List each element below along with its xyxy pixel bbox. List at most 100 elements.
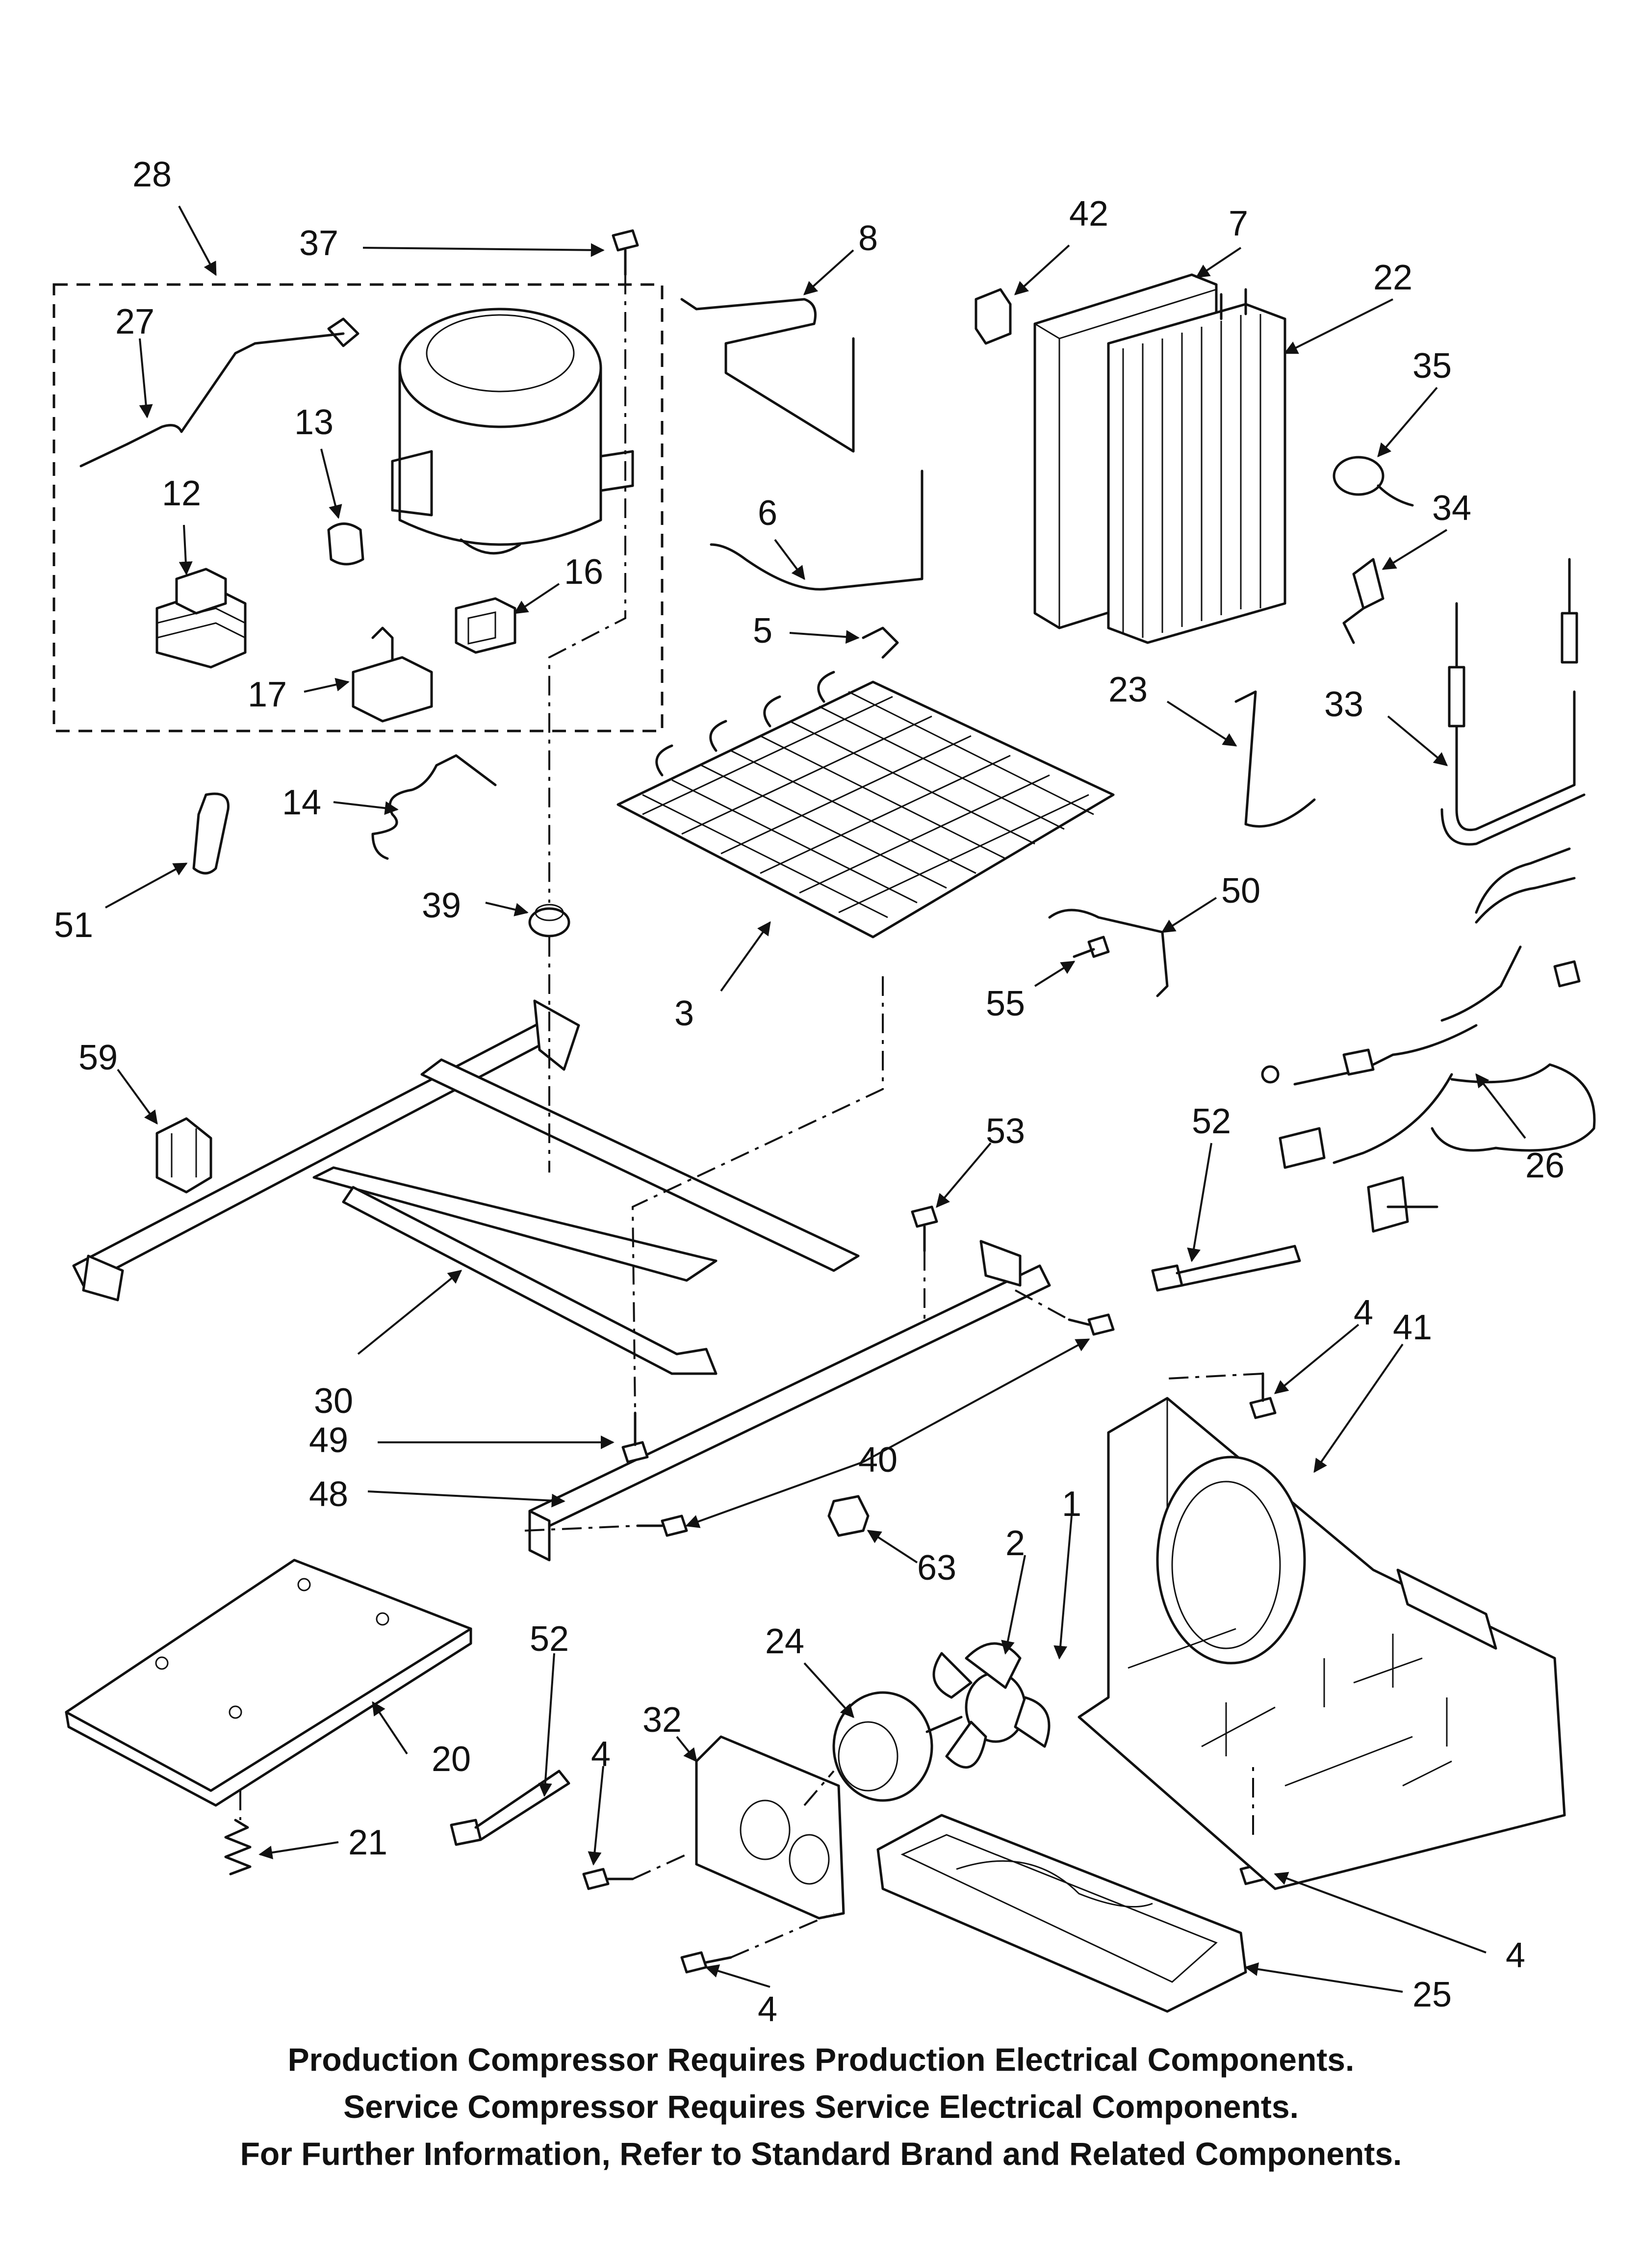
callout-4-left: 4 [591,1735,611,1774]
assembly-line [631,976,884,1413]
clip-5 [862,626,899,659]
callout-37: 37 [299,224,338,263]
callout-63: 63 [917,1548,956,1588]
harness-26 [1261,847,1596,1233]
tie-52b [450,1770,570,1846]
screw-40b [1068,1313,1115,1336]
assembly-line [730,1912,834,1958]
assembly-line [1015,1289,1070,1321]
drier-33 [1440,558,1586,846]
callout-25: 25 [1412,1975,1452,2014]
rail-59-side [72,999,580,1302]
callout-17: 17 [248,675,287,714]
callout-30: 30 [314,1382,353,1421]
clip-42 [975,288,1012,345]
callout-20: 20 [432,1740,471,1779]
callout-2: 2 [1005,1524,1025,1563]
screw-4a [1249,1372,1277,1419]
callout-4-bottom: 4 [758,1990,777,2029]
callout-50: 50 [1221,871,1260,911]
nut-63 [827,1495,870,1537]
cover-16 [455,597,516,654]
screw-55 [1073,936,1110,958]
callout-51: 51 [54,906,93,945]
callout-1: 1 [1062,1485,1081,1524]
callout-8: 8 [858,219,878,258]
callout-39: 39 [422,886,461,925]
callout-5: 5 [753,611,772,651]
evaporator-3 [616,671,1115,938]
callout-16: 16 [564,552,603,592]
spring-21 [224,1819,252,1876]
callout-33: 33 [1324,685,1363,724]
note-production: Production Compressor Requires Productio… [287,2041,1355,2078]
leader-lines [105,206,1526,1993]
grommet-39 [528,904,570,938]
footnotes: Production Compressor Requires Productio… [0,2036,1642,2177]
rail-48 [528,1240,1051,1562]
drain-pan-25 [876,1814,1247,2013]
cover-plate-20 [65,1559,472,1807]
assembly-line [803,1770,835,1806]
callout-48: 48 [309,1475,348,1514]
screw-49 [621,1411,649,1463]
fan-blade-2 [932,1642,1051,1769]
callout-52: 52 [1192,1102,1231,1141]
compressor [391,308,634,555]
frame-30 [312,1058,860,1375]
callout-3: 3 [674,994,694,1033]
callout-41: 41 [1393,1308,1432,1347]
callout-6: 6 [758,494,777,533]
callout-40: 40 [858,1440,898,1480]
callout-27: 27 [115,302,154,341]
assembly-line [524,1525,638,1532]
relay-12 [155,568,247,669]
callout-34: 34 [1432,489,1471,528]
bracket-50 [1048,909,1169,997]
clip-59 [155,1117,212,1194]
callout-49: 49 [309,1421,348,1460]
screw-4d [680,1951,732,1974]
fan-motor-24 [832,1691,963,1802]
fan-shroud-41 [1078,1397,1566,1890]
callout-7: 7 [1229,204,1248,243]
callout-26: 26 [1525,1146,1565,1185]
callout-13: 13 [294,403,334,442]
note-further-info: For Further Information, Refer to Standa… [240,2136,1402,2172]
screw-37 [612,229,639,276]
sensor-35 [1333,456,1414,507]
tie-52a [1151,1245,1301,1292]
callout-21: 21 [348,1823,387,1862]
tube-8 [680,298,855,453]
assembly-line [632,1853,687,1880]
callout-52-lower: 52 [530,1619,569,1659]
spring-clip-14 [371,754,497,860]
hose-51 [192,792,230,875]
clip-13 [327,522,364,566]
compressor-group-box [52,283,664,732]
assembly-line [548,275,626,903]
note-service: Service Compressor Requires Service Elec… [343,2088,1299,2125]
callout-23: 23 [1108,670,1148,709]
callout-4-top: 4 [1354,1293,1373,1332]
callout-12: 12 [162,474,201,513]
capacitor-17 [352,626,433,723]
callout-22: 22 [1373,258,1412,297]
motor-bracket-32 [695,1735,845,1920]
callout-53: 53 [986,1112,1025,1151]
callout-35: 35 [1412,346,1452,386]
callout-24: 24 [765,1622,804,1661]
condenser-coil-22 [1107,288,1286,644]
callout-55: 55 [986,984,1025,1023]
assembly-line [1167,1373,1263,1380]
screw-53 [911,1205,938,1252]
screw-4b [582,1868,634,1890]
tube-6 [710,469,924,591]
callout-14: 14 [282,783,321,822]
overload-protector-27 [79,317,359,468]
bracket-34 [1342,558,1385,644]
callout-4-right: 4 [1506,1936,1525,1975]
callout-labels: 28 37 8 42 7 22 27 13 35 12 6 34 16 5 17… [54,155,1565,2029]
screw-40a [636,1514,688,1537]
